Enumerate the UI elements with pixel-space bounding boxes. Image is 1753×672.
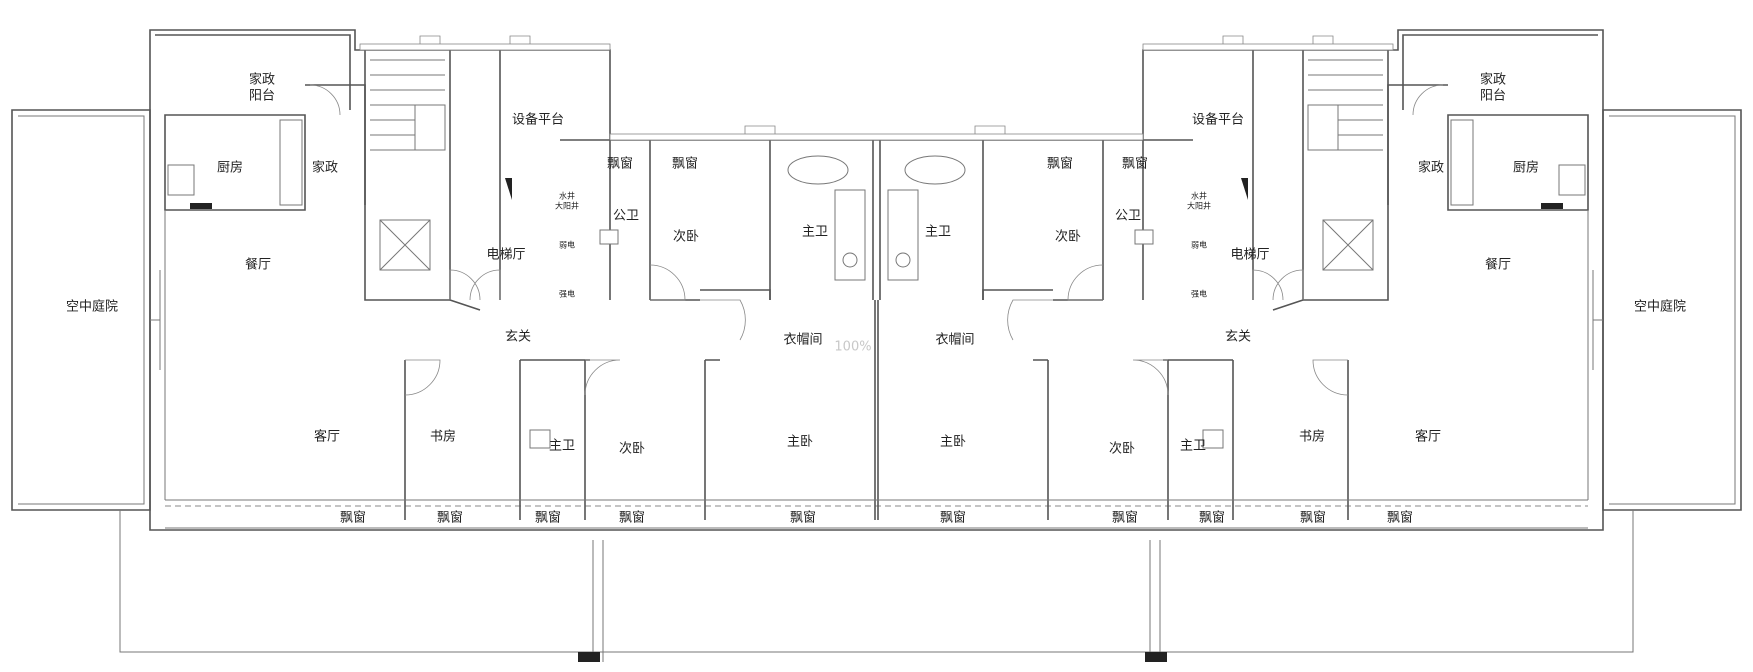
labels-right: 空中庭院 家政 阳台 厨房 家政 设备平台 飘窗 飘窗 水井 大阳井 公卫 弱电…: [925, 72, 1686, 526]
left-housekeeping-balcony-label-2: 阳台: [249, 89, 275, 104]
right-strong-current-label: 强电: [1191, 289, 1207, 299]
right-water-well-label-2: 大阳井: [1187, 201, 1211, 211]
left-bottom-window-4-label: 飘窗: [619, 510, 645, 526]
right-bottom-window-5-label: 飘窗: [940, 510, 966, 526]
outer-walls: [11, 29, 1742, 662]
right-bottom-window-3-label: 飘窗: [1199, 510, 1225, 526]
right-master-bedroom-label: 主卧: [940, 435, 966, 450]
right-living-label: 客厅: [1415, 429, 1441, 445]
right-equipment-platform-label: 设备平台: [1192, 112, 1244, 128]
right-master-bath-lower-label: 主卫: [1180, 439, 1206, 454]
left-water-well-label-2: 大阳井: [555, 201, 579, 211]
left-elevator-hall-label: 电梯厅: [486, 248, 525, 263]
right-kitchen-label: 厨房: [1513, 160, 1539, 176]
left-bottom-window-1-label: 飘窗: [340, 510, 366, 526]
zoom-indicator: 100%: [834, 340, 871, 355]
left-bottom-window-3-label: 飘窗: [535, 510, 561, 526]
right-bay-window-b-label: 飘窗: [1047, 156, 1073, 172]
right-housekeeping-label: 家政: [1418, 160, 1444, 176]
right-housekeeping-balcony-label-2: 阳台: [1480, 89, 1506, 104]
right-master-bath-upper-label: 主卫: [925, 225, 951, 240]
left-housekeeping-label: 家政: [312, 160, 338, 176]
left-water-well-label-1: 水井: [559, 191, 575, 201]
right-second-bedroom-upper-label: 次卧: [1055, 229, 1081, 245]
left-master-bath-upper-label: 主卫: [802, 225, 828, 240]
left-second-bedroom-upper-label: 次卧: [673, 229, 699, 245]
door-swings: [309, 84, 1444, 396]
right-water-well-label-1: 水井: [1191, 191, 1207, 201]
left-public-bath-label: 公卫: [613, 209, 639, 224]
left-master-bath-lower-label: 主卫: [549, 439, 575, 454]
right-study-label: 书房: [1299, 429, 1325, 445]
left-housekeeping-balcony-label-1: 家政: [249, 72, 275, 88]
left-study-label: 书房: [430, 429, 456, 445]
right-housekeeping-balcony-label-1: 家政: [1480, 72, 1506, 88]
left-bottom-window-5-label: 飘窗: [790, 510, 816, 526]
left-foyer-label: 玄关: [505, 330, 531, 345]
windows-top: [359, 35, 1394, 141]
left-master-bedroom-label: 主卧: [787, 435, 813, 450]
left-dining-label: 餐厅: [245, 257, 271, 273]
left-cloakroom-label: 衣帽间: [783, 332, 822, 348]
left-sky-courtyard-label: 空中庭院: [66, 299, 118, 315]
right-bay-window-a-label: 飘窗: [1122, 156, 1148, 172]
left-second-bedroom-lower-label: 次卧: [619, 441, 645, 457]
right-bottom-window-1-label: 飘窗: [1387, 510, 1413, 526]
right-elevator-hall-label: 电梯厅: [1230, 248, 1269, 263]
right-cloakroom-label: 衣帽间: [935, 332, 974, 348]
right-public-bath-label: 公卫: [1115, 209, 1141, 224]
right-second-bedroom-lower-label: 次卧: [1109, 441, 1135, 457]
labels-left: 空中庭院 家政 阳台 厨房 家政 设备平台 飘窗 飘窗 水井 大阳井 公卫 弱电…: [66, 72, 828, 526]
left-weak-current-label: 弱电: [559, 240, 575, 250]
fixtures: [167, 119, 1586, 449]
right-bottom-window-2-label: 飘窗: [1300, 510, 1326, 526]
right-foyer-label: 玄关: [1225, 330, 1251, 345]
right-bottom-window-4-label: 飘窗: [1112, 510, 1138, 526]
left-kitchen-label: 厨房: [217, 160, 243, 176]
left-equipment-platform-label: 设备平台: [512, 112, 564, 128]
stairs-elevators: [370, 59, 1383, 271]
left-living-label: 客厅: [314, 429, 340, 445]
right-sky-courtyard-label: 空中庭院: [1634, 299, 1686, 315]
right-weak-current-label: 弱电: [1191, 240, 1207, 250]
left-bottom-window-2-label: 飘窗: [437, 510, 463, 526]
left-strong-current-label: 强电: [559, 289, 575, 299]
right-dining-label: 餐厅: [1485, 257, 1511, 273]
left-bay-window-b-label: 飘窗: [672, 156, 698, 172]
left-bay-window-a-label: 飘窗: [607, 156, 633, 172]
